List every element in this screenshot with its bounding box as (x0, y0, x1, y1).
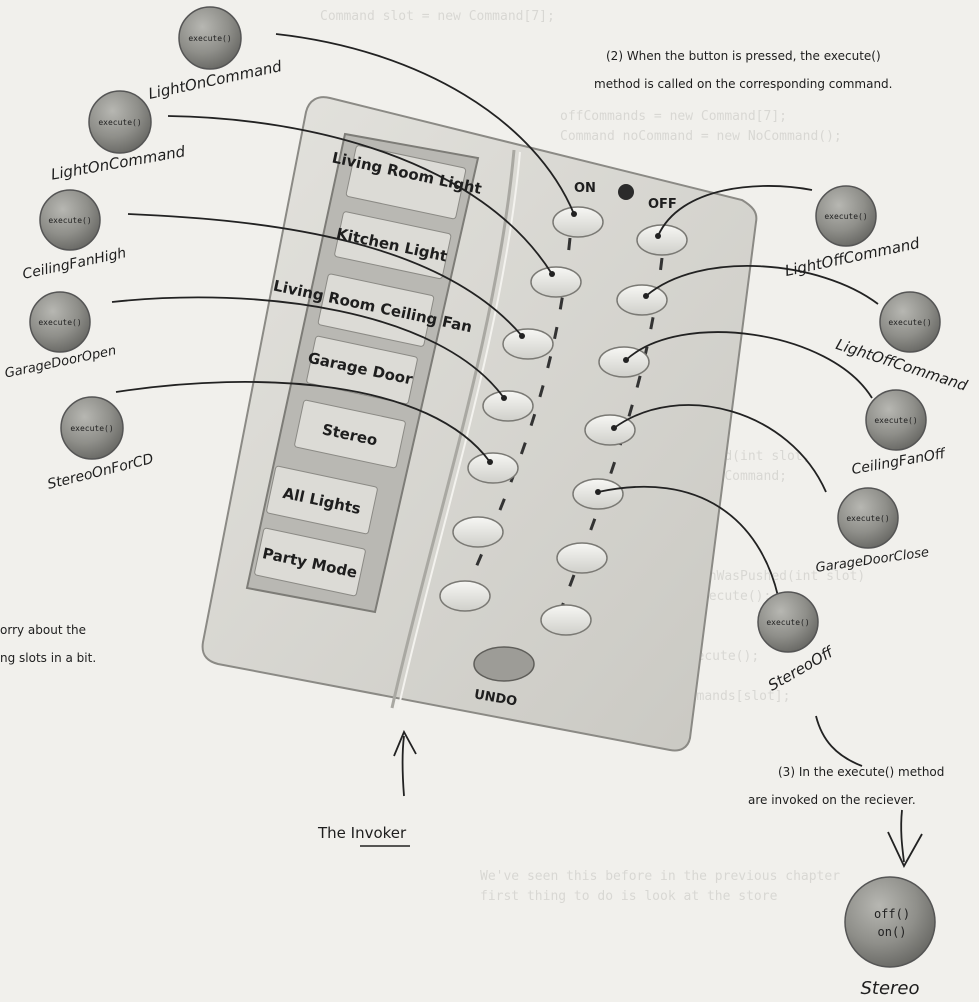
on-button[interactable] (452, 516, 504, 548)
connector-line (127, 213, 523, 337)
on-buttons (439, 206, 604, 612)
receiver-arrow (900, 809, 905, 863)
command-method: execute() (188, 34, 231, 43)
on-button[interactable] (439, 580, 491, 612)
command-circle (757, 591, 819, 653)
command-object: execute() LightOnCommand (50, 90, 187, 184)
command-object: execute() StereoOnForCD (46, 396, 155, 493)
on-button[interactable] (467, 452, 519, 484)
commands-left: execute() LightOnCommand execute() Light… (3, 6, 284, 493)
command-method: execute() (874, 416, 917, 425)
command-object: execute() LightOffCommand (783, 185, 922, 280)
command-method: execute() (70, 424, 113, 433)
connector-line (815, 715, 863, 767)
command-circle (865, 389, 927, 451)
on-button[interactable] (502, 328, 554, 360)
slot-item: Kitchen Light (334, 211, 452, 280)
command-method: execute() (98, 118, 141, 127)
command-method: execute() (48, 216, 91, 225)
command-object: execute() CeilingFanHigh (21, 189, 128, 283)
command-circle (837, 487, 899, 549)
indicator-light (618, 184, 634, 200)
note-slots-line2: ng slots in a bit. (0, 651, 96, 665)
command-method: execute() (38, 318, 81, 327)
slot-item: All Lights (266, 465, 378, 535)
command-name: GarageDoorClose (815, 545, 930, 576)
invoker-arrow (401, 735, 405, 797)
connector-line (613, 404, 827, 493)
command-circle (60, 396, 124, 460)
slot-item: Party Mode (254, 527, 366, 597)
command-object: execute() CeilingFanOff (850, 389, 948, 478)
connector-line (625, 331, 873, 399)
command-circle (815, 185, 877, 247)
off-label: OFF (648, 197, 677, 212)
command-circle (88, 90, 152, 154)
arrowhead-icon (393, 729, 417, 757)
command-object: execute() LightOffCommand (834, 291, 970, 395)
on-button[interactable] (482, 390, 534, 422)
off-button[interactable] (636, 224, 688, 256)
command-object: execute() StereoOff (757, 591, 838, 695)
command-object: execute() LightOnCommand (147, 6, 284, 103)
command-method: execute() (766, 618, 809, 627)
note-slots-line1: orry about the (0, 623, 86, 637)
note-execute-line1: (2) When the button is pressed, the exec… (606, 49, 881, 63)
command-circle (178, 6, 242, 70)
note-receiver-line1: (3) In the execute() method (778, 765, 944, 779)
svg-text:offCommands = new Command[7];: offCommands = new Command[7]; (560, 109, 787, 124)
slot-item: Garage Door (306, 335, 418, 405)
command-circle (29, 291, 91, 353)
connector-line (657, 185, 813, 237)
note-execute-line2: method is called on the corresponding co… (594, 77, 893, 91)
invoker-label: The Invoker (317, 824, 407, 842)
connector-line (115, 381, 491, 463)
connector-line (645, 265, 879, 305)
receiver-name: Stereo (860, 978, 919, 999)
connector-dots (487, 211, 661, 495)
connector-line (167, 115, 553, 275)
command-circle (879, 291, 941, 353)
command-object: execute() GarageDoorOpen (3, 291, 118, 382)
commands-right: execute() LightOffCommand execute() Ligh… (757, 185, 970, 695)
command-connectors (111, 33, 879, 597)
on-column-guide (460, 237, 572, 601)
on-button[interactable] (530, 266, 582, 298)
command-method: execute() (846, 514, 889, 523)
command-circle (39, 189, 101, 251)
receiver-method: on() (878, 925, 907, 939)
receiver-method: off() (874, 907, 910, 921)
arrowhead-icon (887, 831, 923, 868)
note-receiver-line2: are invoked on the reciever. (748, 793, 916, 807)
svg-text:Command slot = new Command[7];: Command slot = new Command[7]; (320, 9, 555, 24)
command-name: CeilingFanHigh (21, 245, 128, 283)
off-button[interactable] (556, 542, 608, 574)
command-method: execute() (888, 318, 931, 327)
slot-item: Stereo (294, 399, 406, 469)
on-label: ON (574, 181, 596, 196)
off-button[interactable] (540, 604, 592, 636)
svg-text:We've seen this before in the: We've seen this before in the previous c… (480, 869, 840, 884)
command-object: execute() GarageDoorClose (815, 487, 930, 576)
on-button[interactable] (552, 206, 604, 238)
svg-text:Command noCommand = new NoComm: Command noCommand = new NoCommand(); (560, 129, 842, 144)
receiver-object: off() on() Stereo (844, 876, 936, 999)
off-button[interactable] (616, 284, 668, 316)
connector-line (275, 33, 575, 215)
svg-text:first thing to do is look at t: first thing to do is look at the store (480, 889, 778, 904)
command-method: execute() (824, 212, 867, 221)
receiver-circle (844, 876, 936, 968)
connector-line (111, 296, 505, 399)
undo-button[interactable] (473, 646, 535, 682)
undo-label: UNDO (473, 687, 518, 709)
connector-line (597, 485, 779, 597)
